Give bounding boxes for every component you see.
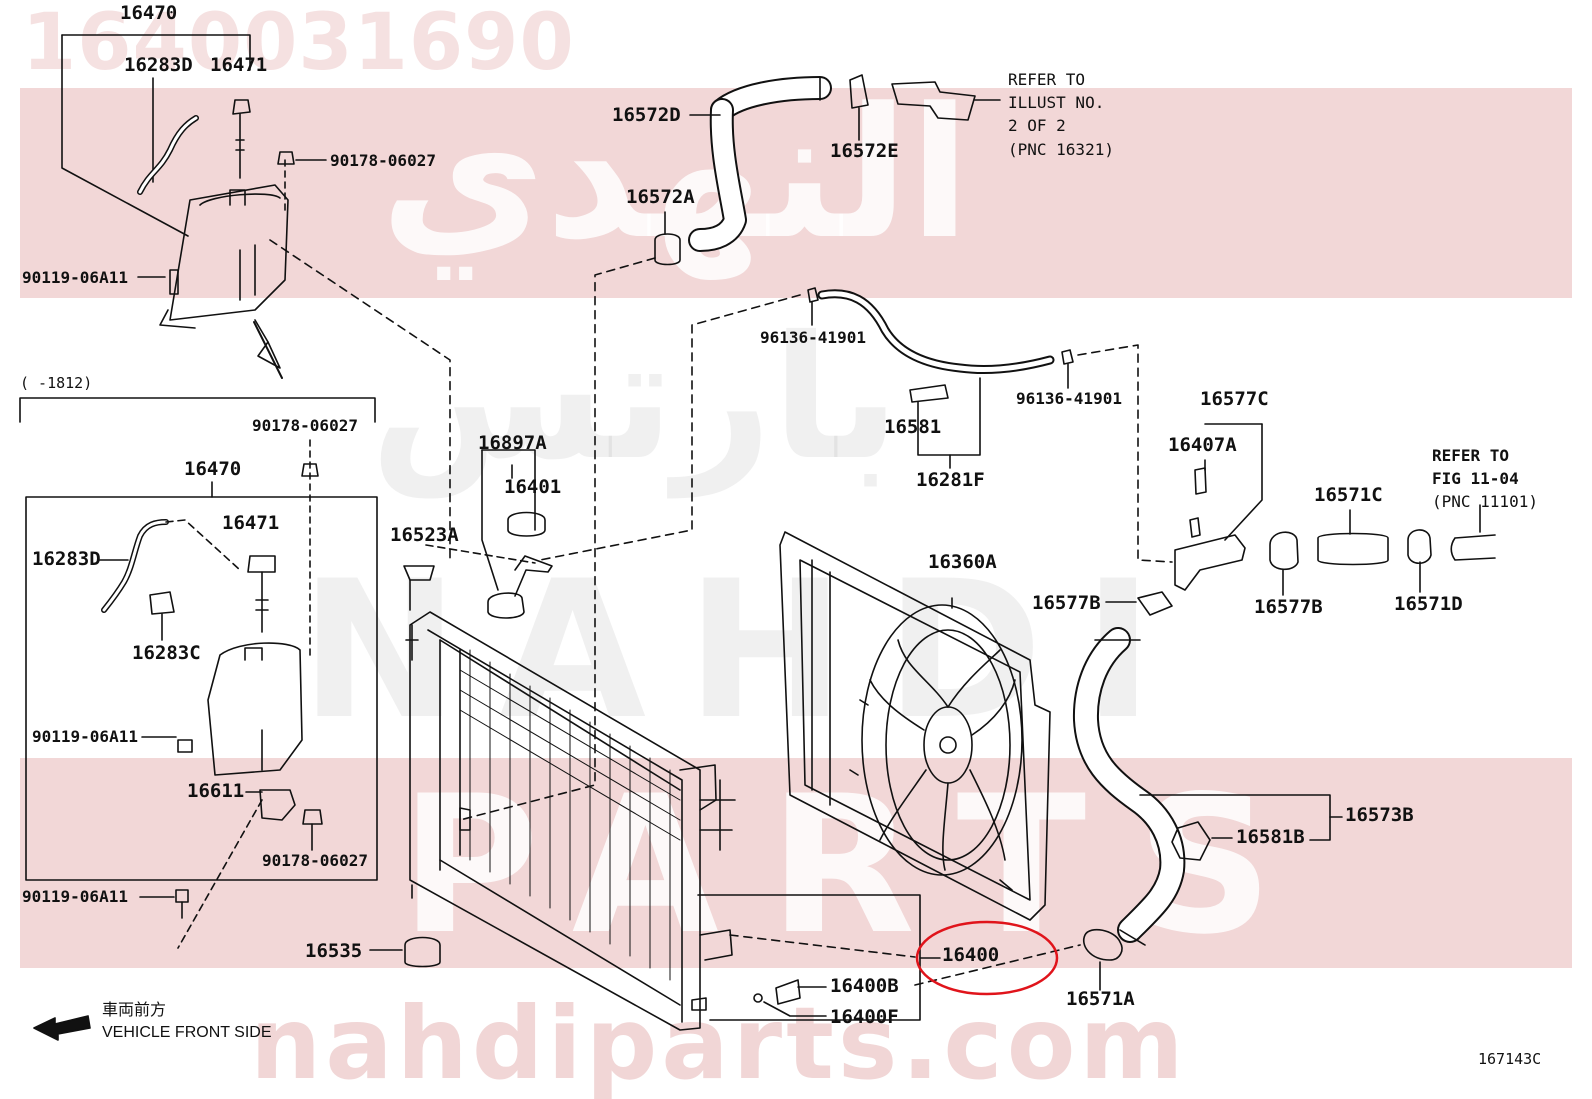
cap-filler-group bbox=[425, 449, 553, 619]
reservoir-group-boxed bbox=[19, 397, 378, 949]
lower-hose bbox=[1072, 627, 1343, 991]
label-16577c[interactable]: 16577C bbox=[1200, 388, 1269, 410]
label-16283d-top[interactable]: 16283D bbox=[124, 54, 193, 76]
label-16471-top[interactable]: 16471 bbox=[210, 54, 268, 76]
label-16400[interactable]: 16400 bbox=[942, 944, 1000, 966]
label-90119-bottom[interactable]: 90119-06A11 bbox=[22, 887, 128, 906]
refer-fig-line-2: FIG 11-04 bbox=[1432, 469, 1519, 489]
watermark-arabic-brand: النهدي bbox=[380, 70, 971, 279]
label-16400b[interactable]: 16400B bbox=[830, 975, 899, 997]
label-16581b[interactable]: 16581B bbox=[1236, 826, 1305, 848]
label-16281f[interactable]: 16281F bbox=[916, 469, 985, 491]
label-16572e[interactable]: 16572E bbox=[830, 140, 899, 162]
upper-hose-group bbox=[459, 74, 1173, 821]
vehicle-front-note: 車両前方 VEHICLE FRONT SIDE bbox=[102, 1000, 272, 1043]
refer-illust-note: REFER TO ILLUST NO. 2 OF 2 (PNC 16321) bbox=[1008, 68, 1114, 161]
label-16581[interactable]: 16581 bbox=[884, 416, 942, 438]
refer-fig-line-1: REFER TO bbox=[1432, 446, 1510, 465]
watermark-arabic-parts: بارتس bbox=[370, 300, 900, 498]
vehicle-front-jp: 車両前方 bbox=[102, 1002, 167, 1019]
radiator bbox=[369, 565, 1081, 1031]
watermark-band-bottom bbox=[20, 758, 1572, 968]
watermark-part-number: 1640031690 bbox=[22, 0, 575, 88]
label-16470-box[interactable]: 16470 bbox=[184, 458, 242, 480]
refer-illust-line-3: 2 OF 2 bbox=[1008, 116, 1066, 136]
label-16401[interactable]: 16401 bbox=[504, 476, 562, 498]
refer-fig-note: REFER TO FIG 11-04 (PNC 11101) bbox=[1432, 444, 1538, 514]
label-16470-top[interactable]: 16470 bbox=[120, 2, 178, 24]
front-arrow-icon bbox=[33, 1015, 91, 1041]
reservoir-group-top bbox=[61, 34, 451, 561]
label-96136-b[interactable]: 96136-41901 bbox=[1016, 389, 1122, 408]
label-16571d[interactable]: 16571D bbox=[1394, 593, 1463, 615]
label-16897a[interactable]: 16897A bbox=[478, 432, 547, 454]
label-16360a[interactable]: 16360A bbox=[928, 551, 997, 573]
figure-number: 167143C bbox=[1478, 1050, 1542, 1068]
refer-fig-line-3: (PNC 11101) bbox=[1432, 492, 1538, 512]
label-16573b[interactable]: 16573B bbox=[1345, 804, 1414, 826]
label-90178-box-bottom[interactable]: 90178-06027 bbox=[262, 851, 368, 870]
label-16611-box[interactable]: 16611 bbox=[187, 780, 245, 802]
label-90119-top[interactable]: 90119-06A11 bbox=[22, 268, 128, 287]
label-16535[interactable]: 16535 bbox=[305, 940, 363, 962]
refer-illust-line-4: (PNC 16321) bbox=[1008, 139, 1114, 159]
label-96136-a[interactable]: 96136-41901 bbox=[760, 328, 866, 347]
label-16407a[interactable]: 16407A bbox=[1168, 434, 1237, 456]
bypass-group bbox=[1105, 423, 1496, 616]
watermark-url: nahdiparts.com bbox=[250, 985, 1188, 1099]
label-90178-top[interactable]: 90178-06027 bbox=[330, 151, 436, 170]
drain-plug-group bbox=[753, 979, 827, 1017]
label-16571a[interactable]: 16571A bbox=[1066, 988, 1135, 1010]
label-16577b-b[interactable]: 16577B bbox=[1254, 596, 1323, 618]
watermark-band-top bbox=[20, 88, 1572, 298]
highlight-ellipse bbox=[915, 920, 1059, 996]
range-note: ( -1812) bbox=[20, 374, 93, 392]
label-16283c-box[interactable]: 16283C bbox=[132, 642, 201, 664]
label-16523a[interactable]: 16523A bbox=[390, 524, 459, 546]
label-16571c[interactable]: 16571C bbox=[1314, 484, 1383, 506]
vehicle-front-en: VEHICLE FRONT SIDE bbox=[102, 1023, 272, 1041]
label-90178-box-top[interactable]: 90178-06027 bbox=[252, 416, 358, 435]
label-16572a[interactable]: 16572A bbox=[626, 186, 695, 208]
label-16471-box[interactable]: 16471 bbox=[222, 512, 280, 534]
label-90119-box[interactable]: 90119-06A11 bbox=[32, 727, 138, 746]
label-16577b-a[interactable]: 16577B bbox=[1032, 592, 1101, 614]
refer-illust-line-1: REFER TO bbox=[1008, 70, 1086, 89]
refer-illust-line-2: ILLUST NO. bbox=[1008, 93, 1105, 113]
label-16400f[interactable]: 16400F bbox=[830, 1006, 899, 1028]
label-16283d-box[interactable]: 16283D bbox=[32, 548, 101, 570]
label-16572d[interactable]: 16572D bbox=[612, 104, 681, 126]
fan-shroud bbox=[779, 531, 1051, 921]
